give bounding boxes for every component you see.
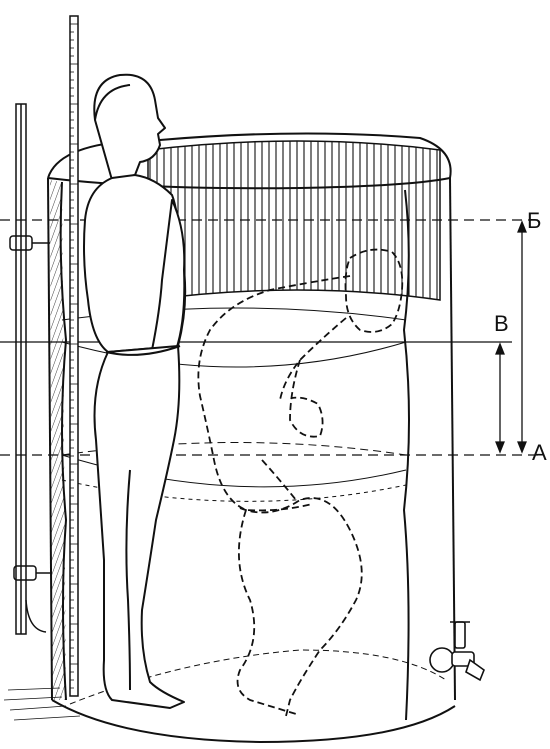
label-level-a: А: [532, 440, 547, 465]
sight-glass-tube: [10, 104, 52, 634]
label-level-v: В: [494, 311, 509, 336]
submerged-crouching-figure: [198, 250, 402, 716]
measuring-rod: [70, 16, 78, 696]
label-level-b-top: Б: [527, 208, 541, 233]
dimension-arrows: [496, 222, 526, 452]
drain-faucet: [430, 622, 484, 680]
ground-shadow: [4, 688, 80, 720]
tank-left-wall-texture: [50, 180, 66, 700]
